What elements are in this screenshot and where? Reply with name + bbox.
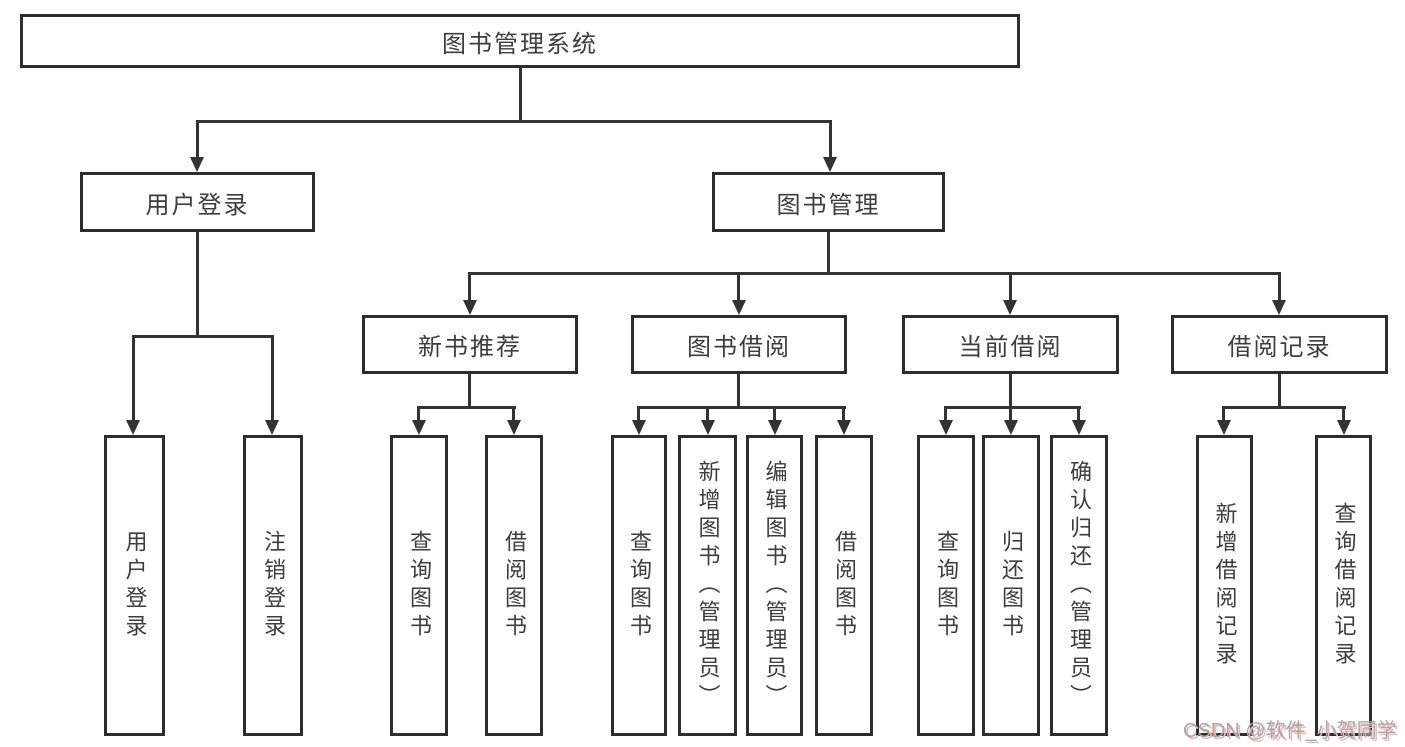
leaf-edit-books-admin-label: 编辑图书（管理员） [762, 459, 788, 712]
leaf-add-borrow-record: 新增借阅记录 [1196, 435, 1253, 736]
leaf-borrow-books-2: 借阅图书 [815, 435, 873, 736]
leaf-query-books-1: 查询图书 [390, 435, 448, 736]
node-new-book-recommend: 新书推荐 [362, 315, 578, 374]
arrowhead-leaf-add-borrow-record [1217, 420, 1231, 435]
node-new-book-recommend-label: 新书推荐 [418, 334, 522, 361]
arrowhead-leaf-add-books-admin [701, 420, 715, 435]
connector-newbook-rail [417, 406, 516, 409]
node-current-borrowing-label: 当前借阅 [958, 334, 1063, 361]
node-borrowing-records-label: 借阅记录 [1227, 334, 1332, 361]
arrowhead-new-book-recommend [463, 300, 477, 315]
connector-current-drop-3 [1077, 406, 1080, 422]
arrowhead-leaf-return-books [1004, 420, 1018, 435]
node-borrowing-records: 借阅记录 [1171, 315, 1388, 374]
connector-root-drop-left [196, 120, 199, 158]
connector-borrowing-drop-1 [637, 406, 640, 422]
connector-borrowing-rail [637, 406, 846, 409]
connector-current-stem [1009, 374, 1012, 409]
leaf-edit-books-admin: 编辑图书（管理员） [746, 435, 803, 736]
leaf-user-login: 用户登录 [104, 435, 165, 736]
connector-userlogin-drop-2 [271, 335, 274, 421]
connector-bookmgmt-drop-3 [1009, 272, 1012, 302]
node-library-system-label: 图书管理系统 [442, 30, 598, 58]
node-book-management: 图书管理 [712, 172, 945, 232]
connector-records-drop-2 [1342, 406, 1345, 422]
leaf-confirm-return-admin: 确认归还（管理员） [1050, 435, 1108, 736]
arrowhead-book-management [823, 157, 837, 172]
connector-root-drop-right [829, 120, 832, 158]
leaf-query-borrow-record: 查询借阅记录 [1315, 435, 1372, 736]
leaf-query-books-1-label: 查询图书 [407, 529, 432, 642]
arrowhead-leaf-logout [265, 420, 279, 435]
arrowhead-current-borrowing [1003, 300, 1017, 315]
arrowhead-leaf-confirm-return [1072, 420, 1086, 435]
leaf-logout-label: 注销登录 [261, 529, 286, 642]
node-user-login-group-label: 用户登录 [145, 191, 250, 219]
connector-userlogin-rail [132, 335, 274, 338]
connector-bookmgmt-drop-2 [737, 272, 740, 302]
arrowhead-leaf-query-books-1 [412, 420, 426, 435]
connector-userlogin-stem [196, 232, 199, 338]
connector-newbook-stem [468, 374, 471, 409]
connector-current-drop-1 [944, 406, 947, 422]
arrowhead-leaf-query-borrow-record [1337, 420, 1351, 435]
node-book-borrowing-label: 图书借阅 [687, 334, 791, 361]
csdn-watermark: CSDN @软件_小贺同学 [1183, 720, 1397, 742]
node-book-management-label: 图书管理 [776, 191, 881, 219]
arrowhead-leaf-borrow-books-2 [837, 420, 851, 435]
arrowhead-leaf-query-books-3 [939, 420, 953, 435]
leaf-return-books-label: 归还图书 [999, 529, 1024, 642]
leaf-query-books-2: 查询图书 [611, 435, 667, 736]
connector-newbook-drop-1 [417, 406, 420, 422]
arrowhead-leaf-edit-books-admin [768, 420, 782, 435]
connector-root-stem [519, 67, 522, 122]
connector-records-drop-1 [1222, 406, 1225, 422]
node-current-borrowing: 当前借阅 [902, 315, 1119, 374]
connector-current-rail [944, 406, 1081, 409]
leaf-borrow-books-1-label: 借阅图书 [502, 529, 527, 642]
connector-bookmgmt-rail [468, 272, 1281, 275]
leaf-user-login-label: 用户登录 [122, 529, 148, 642]
connector-newbook-drop-2 [512, 406, 515, 422]
leaf-add-books-admin: 新增图书（管理员） [678, 435, 737, 736]
connector-borrowing-drop-2 [706, 406, 709, 422]
connector-borrowing-stem [737, 374, 740, 409]
leaf-query-books-2-label: 查询图书 [627, 529, 652, 642]
node-user-login-group: 用户登录 [80, 172, 315, 232]
leaf-confirm-return-admin-label: 确认归还（管理员） [1067, 459, 1092, 712]
leaf-borrow-books-2-label: 借阅图书 [832, 529, 857, 642]
connector-records-stem [1278, 374, 1281, 409]
connector-records-rail [1222, 406, 1346, 409]
leaf-query-borrow-record-label: 查询借阅记录 [1331, 501, 1357, 670]
leaf-borrow-books-1: 借阅图书 [485, 435, 543, 736]
leaf-query-books-3-label: 查询图书 [934, 529, 959, 642]
arrowhead-leaf-borrow-books-1 [507, 420, 521, 435]
arrowhead-leaf-user-login [126, 420, 140, 435]
connector-current-drop-2 [1009, 406, 1012, 422]
node-library-system: 图书管理系统 [20, 14, 1020, 68]
connector-root-rail [196, 120, 832, 123]
connector-userlogin-drop-1 [132, 335, 135, 421]
arrowhead-leaf-query-books-2 [632, 420, 646, 435]
leaf-add-borrow-record-label: 新增借阅记录 [1212, 501, 1238, 670]
leaf-logout: 注销登录 [243, 435, 303, 736]
arrowhead-user-login-group [190, 157, 204, 172]
connector-borrowing-drop-3 [773, 406, 776, 422]
node-book-borrowing: 图书借阅 [631, 315, 847, 374]
arrowhead-borrowing-records [1272, 300, 1286, 315]
connector-bookmgmt-drop-4 [1278, 272, 1281, 302]
arrowhead-book-borrowing [732, 300, 746, 315]
connector-borrowing-drop-4 [842, 406, 845, 422]
leaf-return-books: 归还图书 [982, 435, 1040, 736]
connector-bookmgmt-drop-1 [468, 272, 471, 302]
connector-bookmgmt-stem [827, 232, 830, 275]
leaf-query-books-3: 查询图书 [917, 435, 975, 736]
leaf-add-books-admin-label: 新增图书（管理员） [695, 459, 721, 712]
